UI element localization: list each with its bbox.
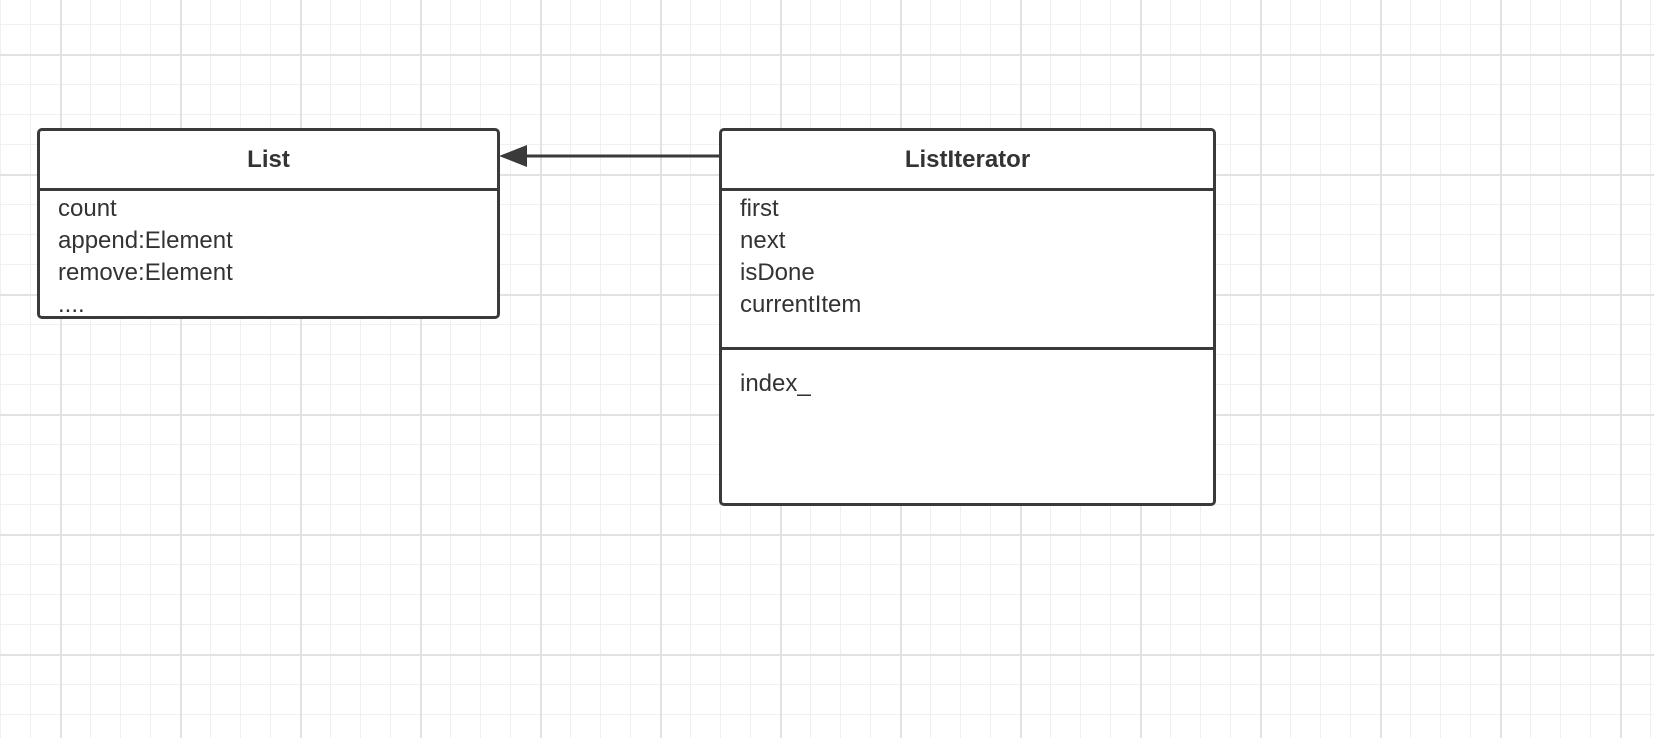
- class-listiterator-extra-members: index_: [722, 347, 1213, 400]
- member-next[interactable]: next: [740, 227, 786, 254]
- member-isdone[interactable]: isDone: [740, 259, 815, 286]
- class-listiterator-name[interactable]: ListIterator: [722, 131, 1213, 191]
- class-list-name[interactable]: List: [40, 131, 497, 191]
- class-list-members: count append:Element remove:Element ....: [40, 191, 497, 321]
- arrow-head[interactable]: [499, 145, 527, 167]
- class-list[interactable]: List count append:Element remove:Element…: [37, 128, 500, 319]
- member-remove[interactable]: remove:Element: [58, 259, 233, 286]
- class-listiterator-members: first next isDone currentItem: [722, 191, 1213, 347]
- member-index[interactable]: index_: [740, 370, 811, 397]
- member-count[interactable]: count: [58, 195, 117, 222]
- member-append[interactable]: append:Element: [58, 227, 233, 254]
- class-listiterator[interactable]: ListIterator first next isDone currentIt…: [719, 128, 1216, 506]
- member-ellipsis[interactable]: ....: [58, 291, 85, 318]
- member-first[interactable]: first: [740, 195, 779, 222]
- member-currentitem[interactable]: currentItem: [740, 291, 862, 318]
